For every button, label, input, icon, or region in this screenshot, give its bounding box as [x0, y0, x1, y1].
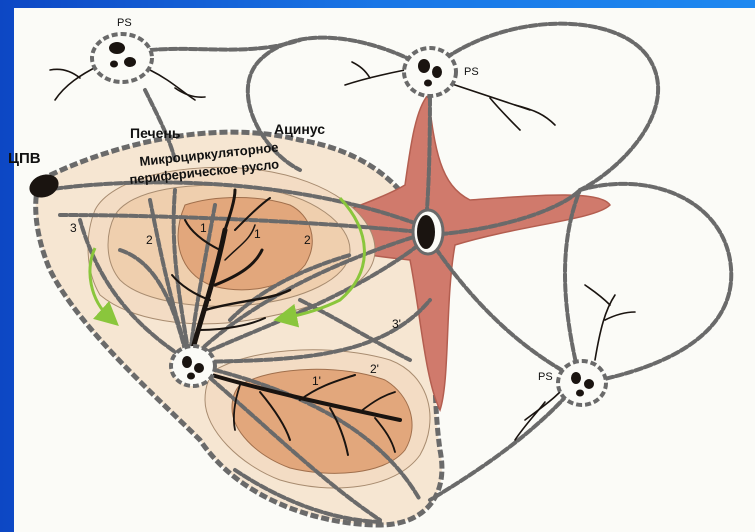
- label-zone-3p: 3': [392, 317, 401, 331]
- label-ps-top-left: PS: [117, 17, 132, 29]
- label-zone-2p: 2': [370, 362, 379, 376]
- label-acinus: Ацинус: [274, 121, 325, 137]
- portal-triad-top-left: [92, 34, 152, 82]
- portal-triad-bottom-right: [558, 361, 606, 405]
- label-zone-3: 3: [70, 221, 77, 235]
- label-zone-2: 2: [146, 233, 153, 247]
- label-zone-1p: 1': [312, 374, 321, 388]
- portal-triad-top-right: [404, 48, 456, 96]
- label-liver: Печень: [130, 125, 181, 141]
- label-cpv: ЦПВ: [8, 150, 41, 167]
- label-ps-bottom-right: PS: [538, 371, 553, 383]
- portal-triad-center-lower: [171, 346, 215, 386]
- label-zone-1b: 1: [254, 227, 261, 241]
- label-zone-1a: 1: [200, 221, 207, 235]
- central-acinus-vessel: [413, 210, 443, 254]
- label-zone-2b: 2: [304, 233, 311, 247]
- label-ps-top-right: PS: [464, 66, 479, 78]
